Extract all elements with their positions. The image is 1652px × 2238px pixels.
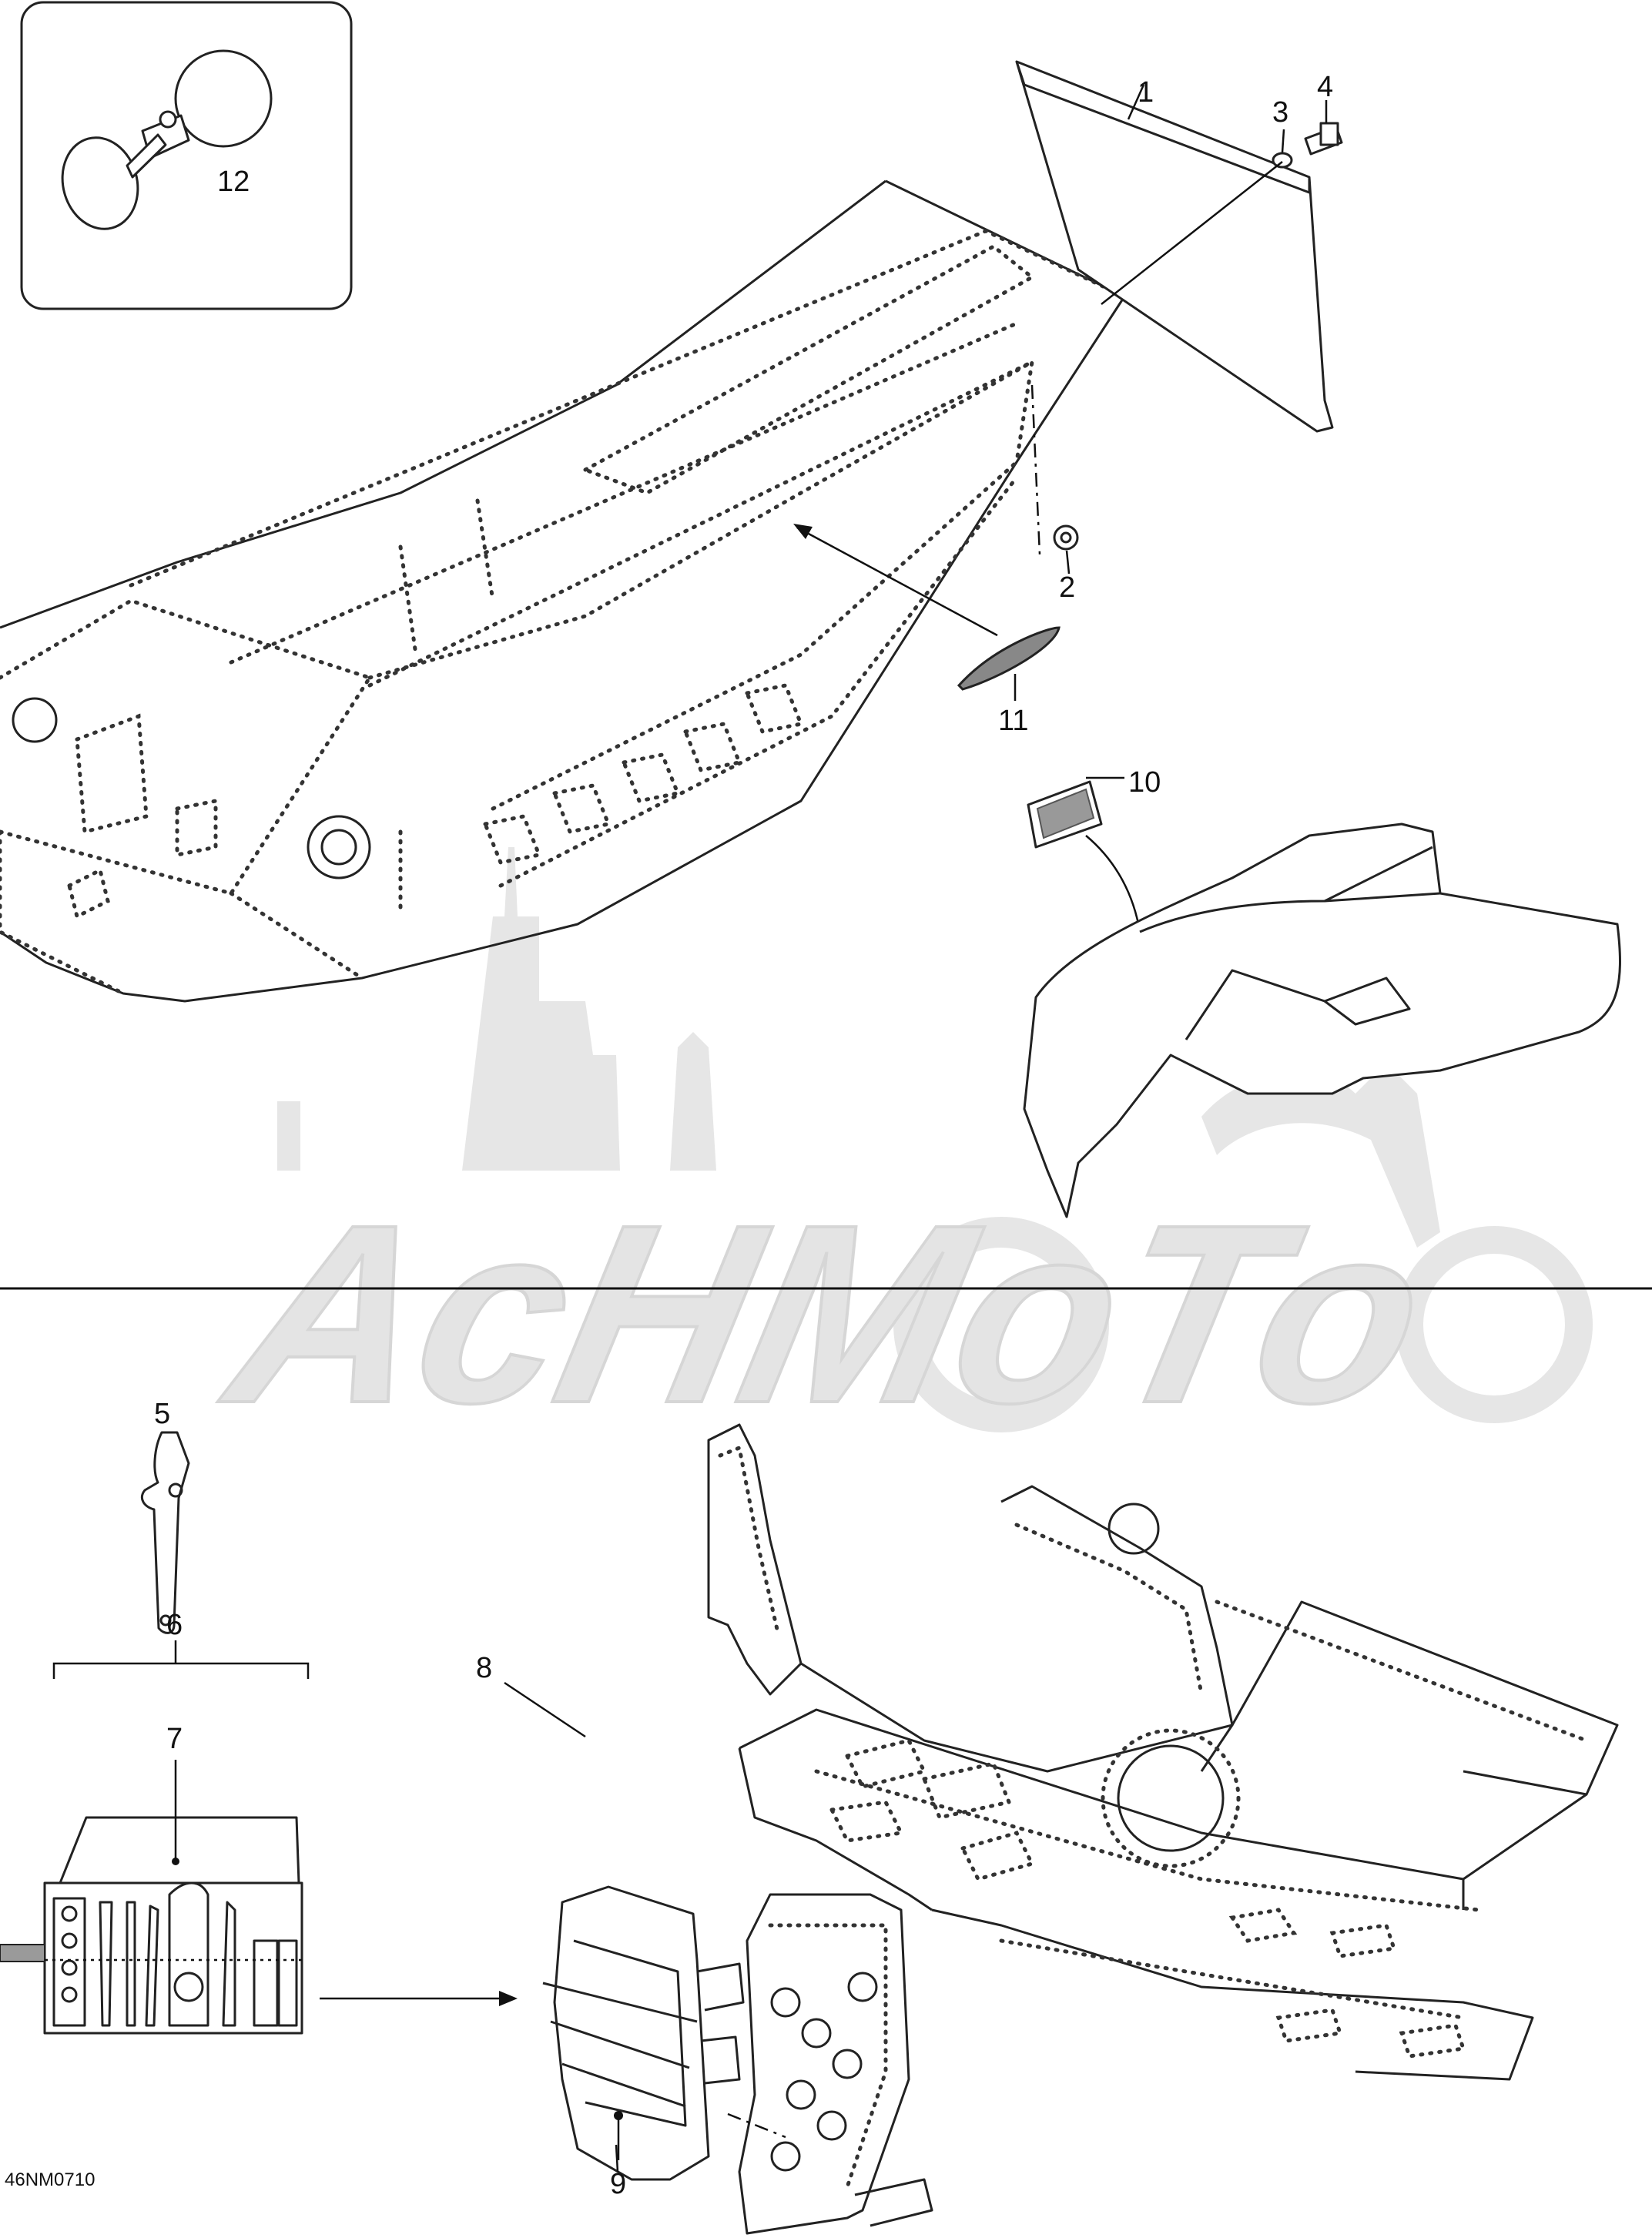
- holder-centerline: [727, 2112, 786, 2139]
- screw-centerline: [1101, 161, 1283, 305]
- leader-3: [1281, 129, 1285, 153]
- callout-6: 6: [166, 1609, 183, 1641]
- callout-12: 12: [217, 166, 250, 198]
- callout-11: 11: [998, 705, 1028, 737]
- horn-part: [61, 49, 273, 230]
- part-3-washer: [1272, 152, 1293, 169]
- kit-bracket: [52, 1662, 310, 1679]
- part-11-decal: [957, 626, 1061, 691]
- callout-4: 4: [1317, 71, 1333, 103]
- part-4-screw: [1304, 122, 1343, 156]
- leader-1: [1127, 84, 1145, 120]
- drawing-code: 46NM0710: [5, 2169, 95, 2190]
- tool-kit-marker: [172, 1858, 179, 1865]
- nut-centerline: [1030, 384, 1041, 555]
- decal-arrow-line: [796, 526, 998, 637]
- watermark-text: AcHMoTo: [203, 1171, 1448, 1456]
- part-6-tool-kit: [0, 1816, 303, 2035]
- callout-10: 10: [1128, 766, 1161, 799]
- leader-9: [615, 2144, 619, 2173]
- part-8-holder: [542, 1885, 745, 2181]
- decal-arrow-head: [793, 524, 813, 539]
- hood-part: [1023, 822, 1621, 1218]
- callout-1: 1: [1138, 76, 1154, 109]
- callout-3: 3: [1272, 96, 1288, 129]
- part-10-reflector: [1027, 780, 1103, 849]
- leader-2: [1065, 550, 1071, 575]
- watermark-logo: [277, 847, 1593, 1432]
- reflector-leader: [1085, 835, 1141, 933]
- callout-9: 9: [610, 2168, 626, 2200]
- tunnel-assembly: [0, 179, 1127, 1003]
- callout-7: 7: [166, 1723, 183, 1755]
- callout-2: 2: [1059, 571, 1075, 604]
- kit-arrow-head: [499, 1991, 518, 2006]
- holder-leader: [504, 1681, 586, 1738]
- frame-assembly: [707, 1423, 1619, 2235]
- inset-frame: [20, 1, 353, 310]
- part-5-wrench: [141, 1431, 190, 1634]
- callout-5: 5: [154, 1398, 170, 1430]
- horn-inset: [20, 1, 353, 310]
- callout-8: 8: [476, 1652, 492, 1684]
- rivet-marker: [614, 2111, 623, 2120]
- watermark: AcHMoTo: [202, 847, 1593, 1457]
- part-2-nut: [1053, 524, 1079, 551]
